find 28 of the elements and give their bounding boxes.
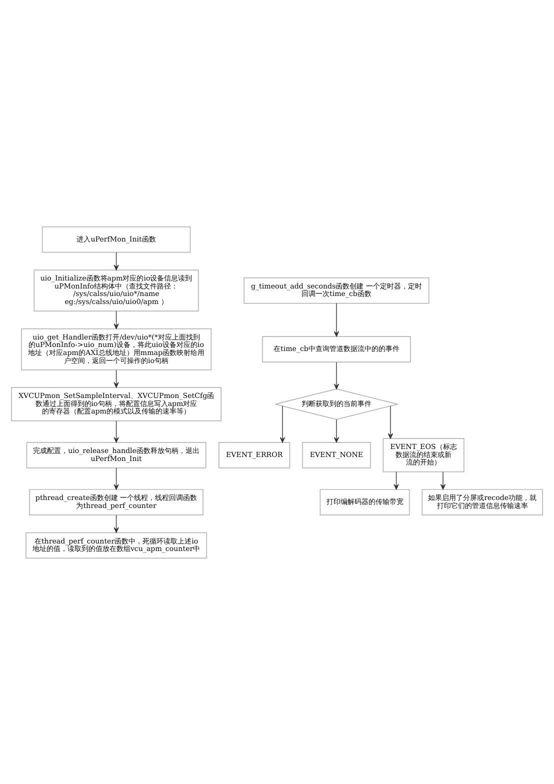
arrow xyxy=(114,467,119,490)
node-box: EVENT_NONE xyxy=(302,442,371,468)
node-box: EVENT_ERROR xyxy=(218,442,290,468)
arrow xyxy=(114,252,119,270)
arrow xyxy=(394,471,399,490)
node-box: 如果启用了分屏或recode功能，就打印它们的管道信息传输速率 xyxy=(422,488,543,515)
arrow xyxy=(114,310,119,329)
node-box: EVENT_EOS（标志数据流的结束或新流的开始） xyxy=(382,438,464,472)
node-box: 进入uPerfMon_Init函数 xyxy=(42,226,191,252)
arrow xyxy=(388,405,394,438)
node-box: pthread_create函数创建 一个线程，线程回调函数为thread_perf_counter xyxy=(29,488,204,515)
arrow xyxy=(114,420,119,442)
node-box: uio_Initialize函数将apm对应的io设备信息读到uPMonInfo结构体中（查找文件路径： /sys/calss/uio/uio*/name eg:/sys/calss/uio/uio0/apm ） xyxy=(34,269,199,311)
arrow xyxy=(114,369,119,388)
node-box: 在thread_perf_counter函数中，死循环读取上述io地址的值，读取到的值放在数组vcu_apm_counter中 xyxy=(26,532,207,558)
node-diamond: 判断获取到的当前事件 xyxy=(274,388,398,420)
arrow xyxy=(334,418,340,442)
node-box: 完成配置，uio_release_handle函数释放句柄，退出uPerfMon_Init xyxy=(26,442,206,468)
arrow xyxy=(334,302,340,336)
arrow xyxy=(440,471,446,490)
node-box: g_timeout_add_seconds函数创建 一个定时器，定时回调一次time_cb函数 xyxy=(244,276,430,304)
arrow xyxy=(114,514,119,532)
arrow xyxy=(280,405,286,442)
node-box: XVCUPmon_SetSampleInterval、XVCUPmon_SetCfg函数通过上面得到的io句柄，将配置信息写入apm对应的寄存器（配置apm的模式以及传输的速率等） xyxy=(11,386,222,421)
node-box: 打印编解码器的传输带宽 xyxy=(320,488,410,515)
node-box: uio_get_Handler函数打开/dev/uio*(*对应上面找到的uPMonInfo->uio_num)设备，将此uio设备对应的io地址（对应apm的AXI总线地址）用mmap函数映射给用户空间，返回一个可操作的io句柄 xyxy=(21,328,212,370)
node-box: 在time_cb中查询管道数据流中的的事件 xyxy=(262,336,411,362)
arrow xyxy=(334,361,340,389)
